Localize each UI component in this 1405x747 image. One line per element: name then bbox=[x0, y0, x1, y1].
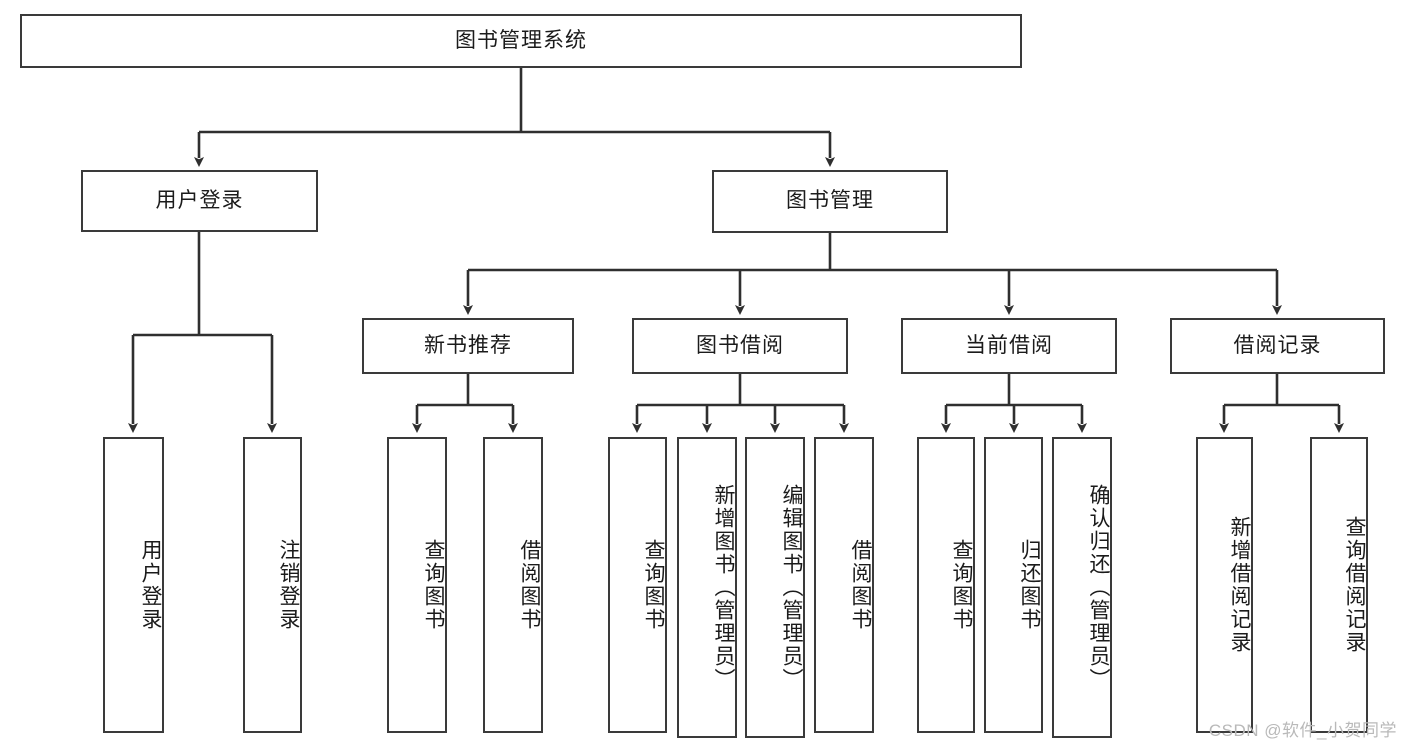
node-user-login[interactable]: 用户登录 bbox=[81, 170, 318, 232]
node-leaf-logout-login[interactable]: 注销登录 bbox=[243, 437, 302, 733]
node-label: 归还图书 bbox=[1018, 539, 1041, 631]
node-label: 查询图书 bbox=[422, 539, 445, 631]
node-label: 借阅图书 bbox=[849, 539, 872, 631]
node-label: 图书管理 bbox=[786, 189, 874, 213]
node-label: 确认归还（管理员） bbox=[1087, 484, 1110, 691]
node-label: 新增借阅记录 bbox=[1228, 516, 1251, 654]
node-label: 图书借阅 bbox=[696, 333, 784, 357]
node-label: 查询图书 bbox=[950, 539, 973, 631]
node-label: 用户登录 bbox=[155, 188, 244, 212]
node-leaf-confirm-return-admin[interactable]: 确认归还（管理员） bbox=[1052, 437, 1112, 738]
node-leaf-add-borrow-record[interactable]: 新增借阅记录 bbox=[1196, 437, 1253, 733]
node-leaf-query-book-current[interactable]: 查询图书 bbox=[917, 437, 975, 733]
node-label: 查询图书 bbox=[642, 539, 665, 631]
node-leaf-return-book[interactable]: 归还图书 bbox=[984, 437, 1043, 733]
node-label: 查询借阅记录 bbox=[1343, 516, 1366, 654]
node-leaf-query-borrow-record[interactable]: 查询借阅记录 bbox=[1310, 437, 1368, 733]
node-leaf-edit-book-admin[interactable]: 编辑图书（管理员） bbox=[745, 437, 805, 738]
node-new-book-recommend[interactable]: 新书推荐 bbox=[362, 318, 574, 374]
node-leaf-add-book-admin[interactable]: 新增图书（管理员） bbox=[677, 437, 737, 738]
node-label: 用户登录 bbox=[139, 539, 162, 631]
node-label: 借阅记录 bbox=[1233, 333, 1322, 357]
node-leaf-user-login[interactable]: 用户登录 bbox=[103, 437, 164, 733]
node-root-book-management-system[interactable]: 图书管理系统 bbox=[20, 14, 1022, 68]
node-leaf-query-book-borrow[interactable]: 查询图书 bbox=[608, 437, 667, 733]
csdn-watermark: CSDN @软件_小贺同学 bbox=[1208, 721, 1397, 740]
node-label: 当前借阅 bbox=[965, 333, 1053, 357]
node-label: 编辑图书（管理员） bbox=[780, 484, 803, 691]
node-label: 注销登录 bbox=[277, 539, 300, 631]
node-leaf-borrow-book[interactable]: 借阅图书 bbox=[814, 437, 874, 733]
node-label: 新增图书（管理员） bbox=[712, 484, 735, 691]
node-label: 图书管理系统 bbox=[455, 28, 587, 52]
node-label: 新书推荐 bbox=[424, 333, 512, 357]
node-book-management[interactable]: 图书管理 bbox=[712, 170, 948, 233]
node-current-borrow[interactable]: 当前借阅 bbox=[901, 318, 1117, 374]
node-label: 借阅图书 bbox=[518, 539, 541, 631]
node-leaf-borrow-book-new[interactable]: 借阅图书 bbox=[483, 437, 543, 733]
node-leaf-query-book-new[interactable]: 查询图书 bbox=[387, 437, 447, 733]
node-book-borrow[interactable]: 图书借阅 bbox=[632, 318, 848, 374]
node-borrow-record[interactable]: 借阅记录 bbox=[1170, 318, 1385, 374]
